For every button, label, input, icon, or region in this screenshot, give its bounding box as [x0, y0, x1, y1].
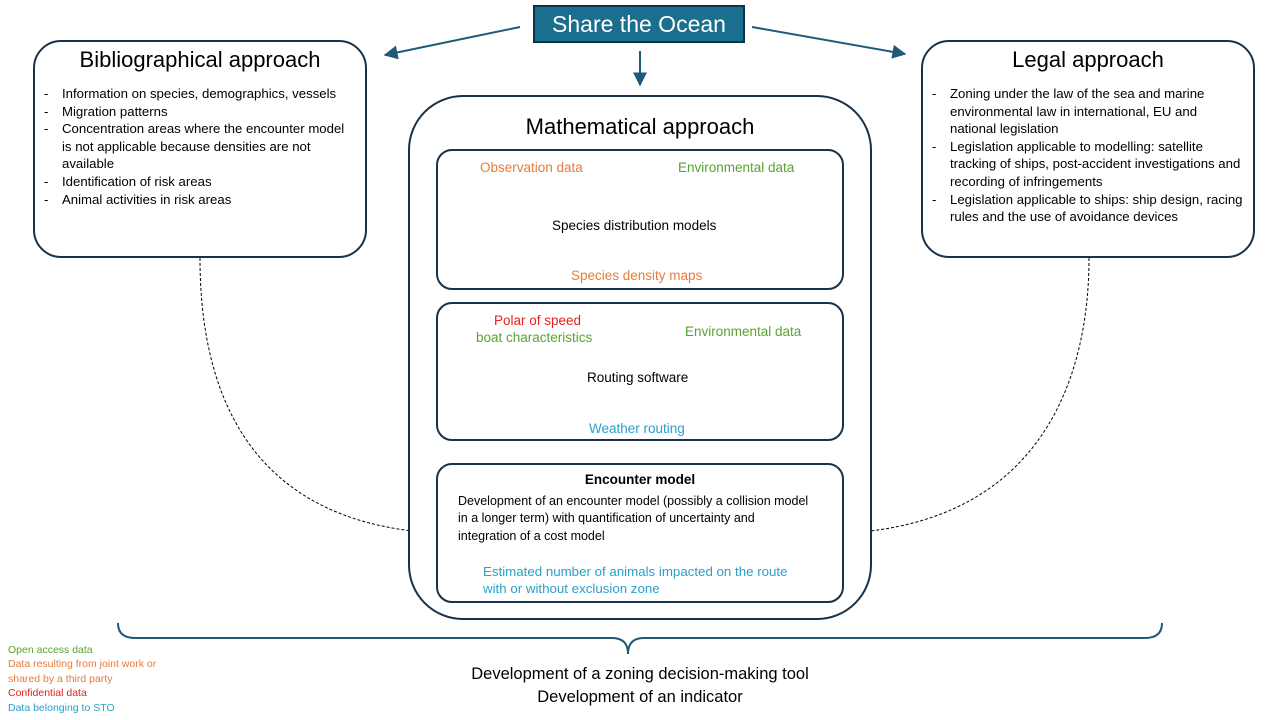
arrow-to-bibliographical [383, 26, 521, 60]
bibliographical-list: Information on species, demographics, ve… [35, 85, 355, 208]
diagram-title: Share the Ocean [552, 10, 726, 37]
list-item: Zoning under the law of the sea and mari… [923, 85, 1245, 138]
species-distribution-models-label: Species distribution models [552, 218, 717, 233]
mathematical-title: Mathematical approach [525, 114, 755, 139]
legend-sto: Data belonging to STO [8, 701, 115, 714]
legend-third-party: Data resulting from joint work or shared… [8, 658, 157, 685]
distribution-box [436, 149, 844, 290]
legend-open-access: Open access data [8, 644, 93, 656]
estimated-animals-label: Estimated number of animals impacted on … [483, 564, 788, 597]
list-item: Information on species, demographics, ve… [35, 85, 355, 103]
polar-of-speed-label: Polar of speed [494, 313, 582, 328]
outcomes: Development of a zoning decision-making … [390, 663, 890, 708]
observation-data-label: Observation data [480, 160, 583, 175]
encounter-description: Development of an encounter model (possi… [458, 494, 809, 543]
list-item: Identification of risk areas [35, 173, 355, 191]
species-density-maps-label: Species density maps [571, 268, 703, 283]
title-box: Share the Ocean [533, 5, 745, 43]
list-item: Migration patterns [35, 103, 355, 121]
dashed-legal-to-encounter [846, 257, 1090, 536]
dashed-bib-to-encounter [199, 257, 437, 536]
outcome-indicator: Development of an indicator [537, 687, 743, 706]
environmental-data-label: Environmental data [678, 160, 795, 175]
boat-characteristics-label: boat characteristics [476, 330, 593, 345]
outcome-brace [117, 622, 1163, 655]
legal-title: Legal approach [1012, 47, 1164, 72]
encounter-box [436, 463, 844, 603]
routing-environmental-data-label: Environmental data [685, 324, 802, 339]
list-item: Animal activities in risk areas [35, 191, 355, 209]
list-item: Concentration areas where the encounter … [35, 120, 355, 173]
outcome-zoning-tool: Development of a zoning decision-making … [471, 665, 809, 683]
legend-confidential: Confidential data [8, 687, 87, 700]
legal-panel: Legal approach Zoning under the law of t… [921, 40, 1255, 258]
list-item: Legislation applicable to ships: ship de… [923, 191, 1245, 226]
routing-box [436, 302, 844, 441]
routing-software-label: Routing software [587, 370, 689, 385]
arrow-to-legal [751, 26, 907, 59]
legend: Open access data Data resulting from joi… [8, 643, 188, 715]
list-item: Legislation applicable to modelling: sat… [923, 138, 1245, 191]
legal-list: Zoning under the law of the sea and mari… [923, 85, 1245, 226]
weather-routing-label: Weather routing [589, 421, 685, 436]
bibliographical-title: Bibliographical approach [79, 47, 321, 72]
bibliographical-panel: Bibliographical approach Information on … [33, 40, 367, 258]
encounter-model-title: Encounter model [584, 472, 696, 487]
